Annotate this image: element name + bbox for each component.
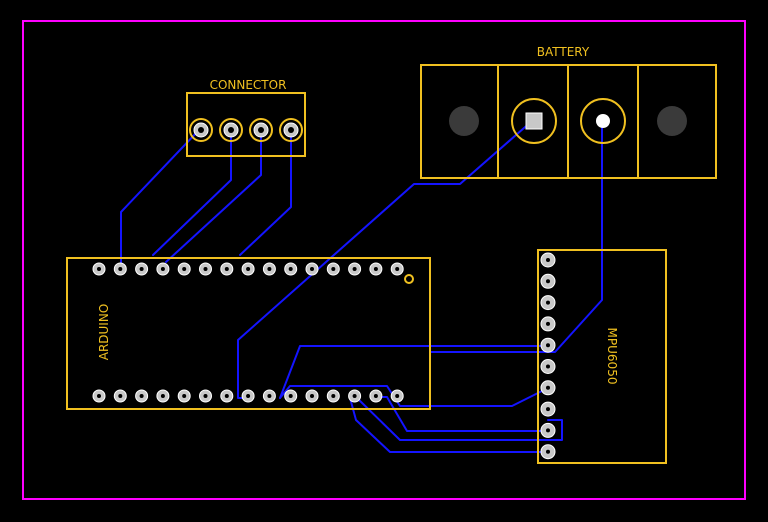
connector-pin <box>189 118 213 142</box>
arduino-pin <box>113 389 127 403</box>
arduino-pin <box>220 262 234 276</box>
trace-mpu-a <box>279 345 549 399</box>
mpu-pin <box>540 273 556 289</box>
arduino-pin <box>241 389 255 403</box>
connector-pin <box>279 118 303 142</box>
trace-connector-1 <box>120 129 200 267</box>
arduino-pin <box>284 389 298 403</box>
connector-pin <box>249 118 273 142</box>
arduino-pin <box>92 262 106 276</box>
trace-battery-minus <box>429 120 603 353</box>
battery-terminal-square <box>511 98 557 144</box>
battery-label: BATTERY <box>537 45 590 59</box>
arduino-pin <box>113 262 127 276</box>
board-outline <box>22 20 746 500</box>
arduino-label: ARDUINO <box>97 304 111 361</box>
mount-hole-right <box>657 106 687 136</box>
battery-terminal-round <box>580 98 626 144</box>
trace-mpu-d <box>355 396 563 441</box>
arduino-pin <box>92 389 106 403</box>
arduino-pin <box>369 262 383 276</box>
arduino-pin <box>262 262 276 276</box>
battery: BATTERY <box>420 45 717 179</box>
arduino-pin <box>390 262 404 276</box>
arduino-pin <box>348 389 362 403</box>
arduino-pin <box>390 389 404 403</box>
arduino-pin <box>177 389 191 403</box>
arduino: ARDUINO <box>66 257 431 410</box>
mpu-outline <box>537 249 667 464</box>
arduino-pins <box>92 262 404 403</box>
arduino-pin <box>135 389 149 403</box>
arduino-pin <box>369 389 383 403</box>
arduino-pin <box>305 389 319 403</box>
trace-connector-2 <box>152 131 232 256</box>
connector-pin <box>219 118 243 142</box>
mpu-label: MPU6050 <box>605 328 619 385</box>
mpu-pin <box>540 422 556 438</box>
mpu-pin <box>540 359 556 374</box>
arduino-pin <box>156 389 170 403</box>
arduino-pin <box>284 262 298 276</box>
mpu6050: MPU6050 <box>537 249 667 464</box>
mpu-pin <box>540 316 556 332</box>
mount-hole-left <box>449 106 479 136</box>
arduino-pin <box>305 262 319 276</box>
arduino-pin <box>241 262 255 276</box>
mpu-pins <box>540 252 556 460</box>
arduino-outline <box>66 257 431 410</box>
trace-connector-4 <box>239 135 292 256</box>
pin1-marker <box>404 274 414 284</box>
arduino-pin <box>135 262 149 276</box>
arduino-pin <box>156 262 170 276</box>
mpu-pin <box>540 401 556 417</box>
connector-pins <box>189 118 303 142</box>
mpu-pin <box>540 380 556 396</box>
arduino-pin <box>326 389 340 403</box>
mpu-pin <box>540 252 556 268</box>
trace-battery-plus <box>237 120 533 399</box>
arduino-pin <box>262 389 276 403</box>
arduino-pin <box>348 262 362 276</box>
arduino-pin <box>177 262 191 276</box>
trace-connector-3 <box>165 135 262 263</box>
arduino-pin <box>326 262 340 276</box>
mpu-pin <box>540 337 556 353</box>
arduino-pin <box>199 262 212 276</box>
arduino-pin <box>220 389 234 403</box>
connector-outline <box>186 92 306 157</box>
connector-label: CONNECTOR <box>210 78 287 92</box>
mpu-pin <box>540 295 556 311</box>
arduino-pin <box>199 389 212 403</box>
connector: CONNECTOR <box>186 78 306 157</box>
mpu-pin <box>540 444 556 460</box>
